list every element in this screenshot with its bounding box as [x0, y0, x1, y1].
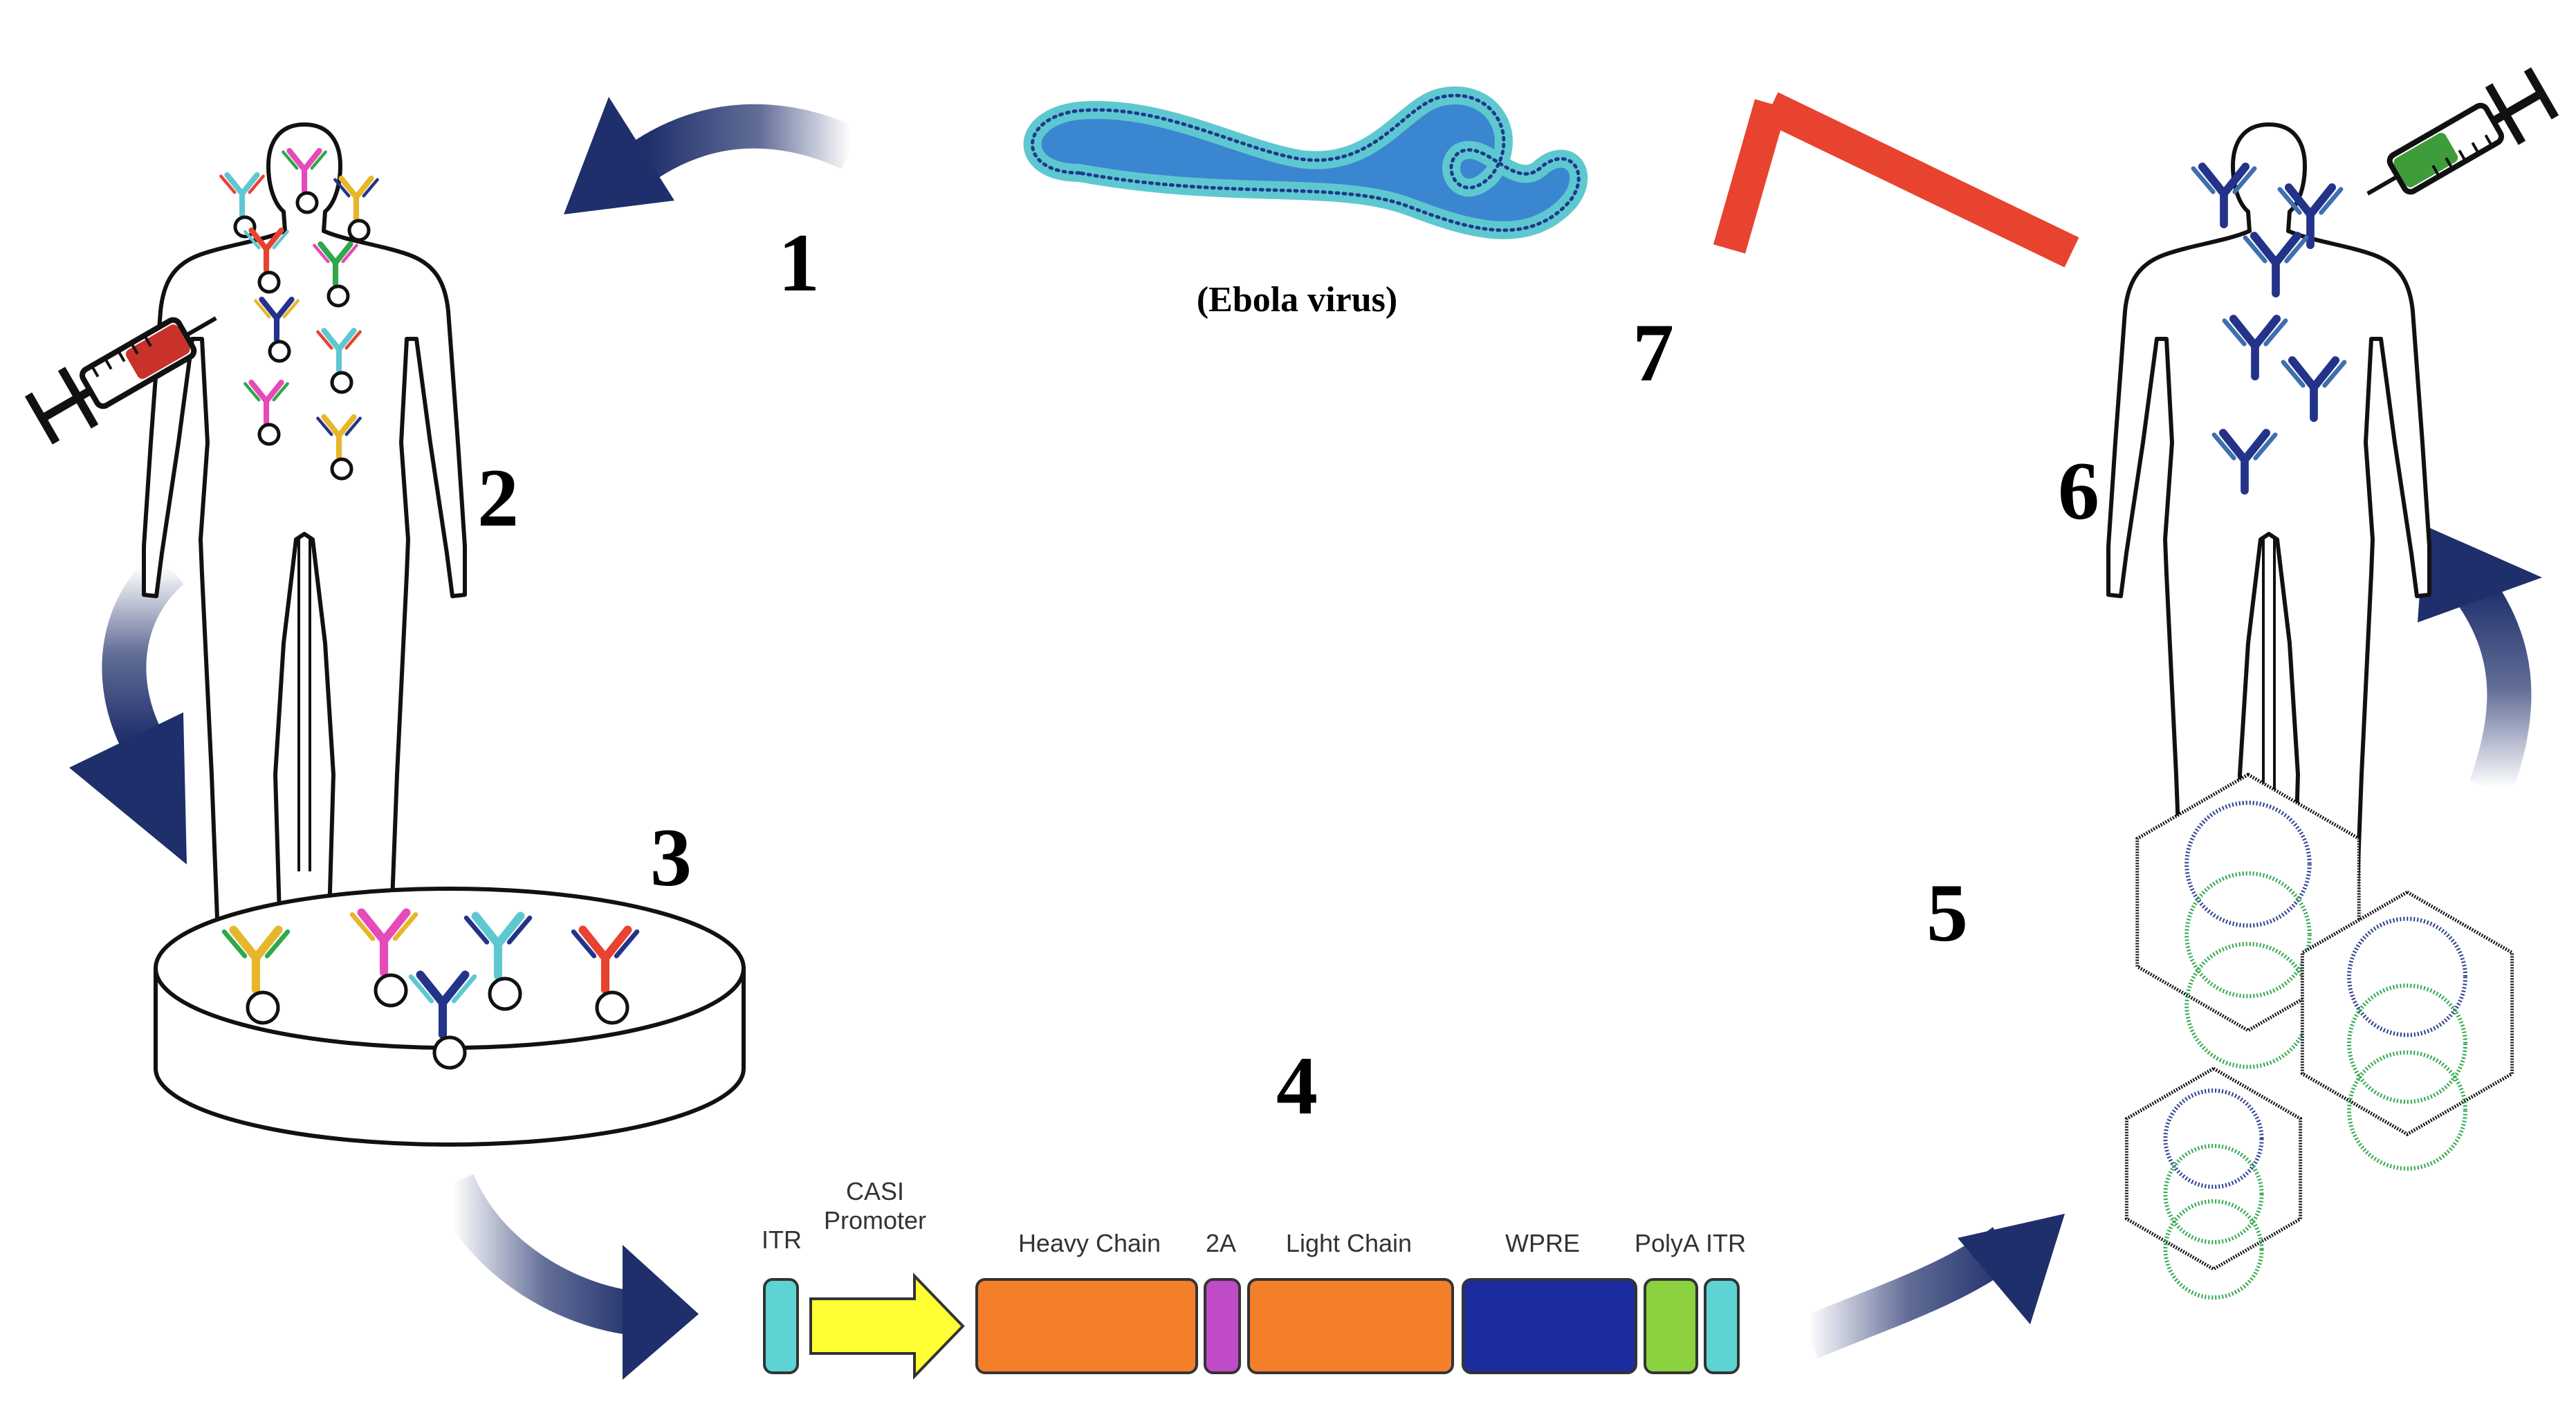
- construct-segment-heavy-chain: Heavy Chain: [975, 1229, 1198, 1374]
- antibody-icon: [571, 925, 640, 994]
- antibody-icon: [254, 296, 300, 342]
- b-cell-circle: [257, 423, 281, 446]
- virus-body: [1023, 86, 1588, 239]
- construct-label: ITR: [762, 1225, 802, 1254]
- inhibitor-shaft: [1763, 92, 2079, 268]
- step-label-2: 2: [477, 452, 519, 544]
- step-label-3: 3: [650, 811, 692, 903]
- human-figure-donor: [144, 124, 465, 977]
- antibody-icon: [243, 379, 289, 425]
- arrow-1-to-2: [564, 97, 861, 214]
- inhibition-symbol: [1713, 92, 2079, 268]
- b-cell-circle: [330, 457, 353, 481]
- construct-label: 2A: [1206, 1229, 1236, 1257]
- construct-segment-itr: ITR: [1704, 1229, 1746, 1374]
- construct-segment-itr: ITR: [762, 1225, 802, 1374]
- construct-label: Light Chain: [1286, 1229, 1412, 1257]
- construct-label: ITR: [1706, 1229, 1746, 1257]
- ebola-virus-illustration: [1023, 86, 1588, 239]
- b-cell-circle: [268, 340, 291, 363]
- antibody-set-donor: [219, 147, 379, 481]
- b-cell-circle: [432, 1035, 467, 1070]
- syringe-red: [24, 316, 217, 445]
- antibody-icon: [463, 912, 533, 980]
- syringe-green-icon: [2366, 67, 2559, 196]
- b-cell-circle: [295, 191, 319, 214]
- inhibitor-bar: [1713, 99, 1787, 254]
- b-cell-circle: [488, 977, 522, 1011]
- b-cell-circle: [595, 990, 629, 1025]
- step-label-7: 7: [1632, 306, 1674, 398]
- aav-capsids: [2124, 773, 2514, 1300]
- antibody-icon: [313, 241, 358, 287]
- antibody-set-dish: [221, 908, 640, 1070]
- antibody-icon: [243, 227, 289, 273]
- arrow-3-to-4: [432, 1174, 699, 1380]
- arrow-2-to-3: [69, 550, 187, 864]
- antibody-icon: [2277, 183, 2344, 250]
- construct-segment-light-chain: Light Chain: [1247, 1229, 1454, 1374]
- construct-segment-wpre: WPRE: [1462, 1229, 1637, 1374]
- b-cell-circle: [257, 270, 281, 294]
- antibody-icon: [408, 970, 477, 1039]
- syringe-red-icon: [24, 316, 217, 445]
- antibody-icon: [333, 175, 379, 221]
- arrow-5-to-6: [2418, 526, 2542, 796]
- syringe-green: [2366, 67, 2559, 196]
- virus-caption: (Ebola virus): [1197, 280, 1397, 320]
- antibody-icon: [2191, 163, 2257, 229]
- aav-capsid-right: [2300, 890, 2514, 1171]
- step-label-1: 1: [778, 216, 820, 308]
- b-cell-circle: [246, 990, 280, 1025]
- dish-top: [154, 887, 746, 1050]
- antibody-icon: [2222, 315, 2288, 381]
- aav-capsid-small: [2124, 1066, 2303, 1300]
- antibody-icon: [221, 925, 291, 994]
- construct-label: Heavy Chain: [1018, 1229, 1161, 1257]
- construct-segment-polya: PolyA: [1635, 1229, 1700, 1374]
- b-cell-circle: [330, 371, 353, 394]
- b-cell-circle: [374, 973, 408, 1008]
- antibody-icon: [2211, 429, 2278, 495]
- antibody-icon: [219, 172, 265, 218]
- arrow-4-to-5: [1800, 1214, 2065, 1359]
- b-cell-circle: [326, 284, 350, 308]
- antibody-icon: [349, 908, 418, 977]
- construct-segment-2a: 2A: [1204, 1229, 1241, 1374]
- antibody-icon: [2243, 232, 2309, 298]
- virus-membrane-dots: [1031, 93, 1581, 232]
- construct-label: WPRE: [1505, 1229, 1580, 1257]
- antibody-set-patient: [2191, 163, 2347, 495]
- antibody-icon: [316, 327, 362, 373]
- petri-dish: [154, 887, 746, 1147]
- step-label-6: 6: [2058, 445, 2099, 537]
- step-label-5: 5: [1926, 867, 1968, 959]
- antibody-icon: [282, 147, 327, 194]
- b-cell-circle: [347, 219, 371, 242]
- antibody-icon: [316, 414, 362, 460]
- antibody-icon: [2281, 356, 2347, 423]
- step-label-4: 4: [1276, 1039, 1318, 1131]
- construct-label: PolyA: [1635, 1229, 1700, 1257]
